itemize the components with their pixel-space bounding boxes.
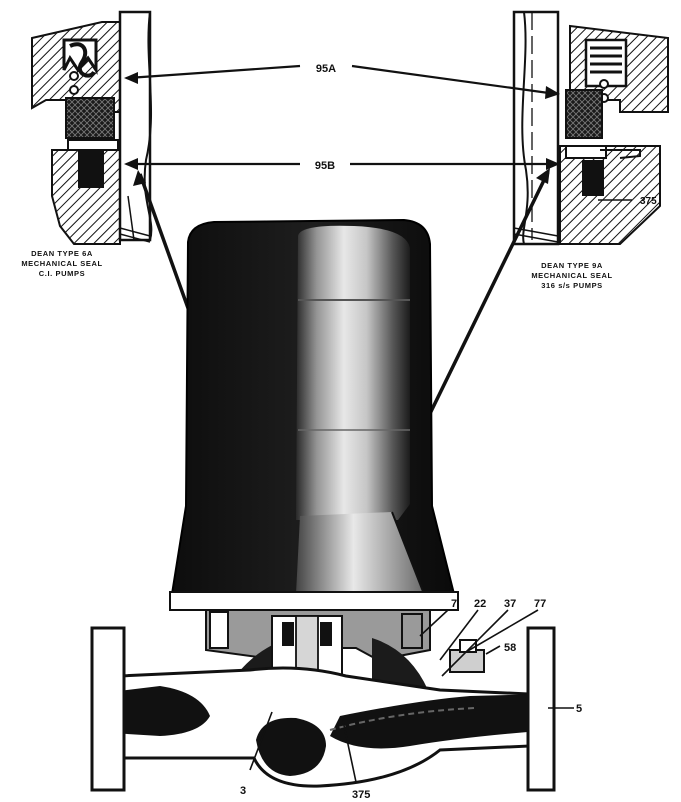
label-37: 37 bbox=[504, 598, 516, 610]
left-seal-packing bbox=[65, 97, 115, 139]
caption-right-line3: 316 s/s PUMPS bbox=[541, 281, 603, 290]
motor-base-ring bbox=[169, 591, 459, 611]
caption-left-line3: C.I. PUMPS bbox=[39, 269, 85, 278]
volute-chamber bbox=[256, 717, 326, 776]
dimension-95a bbox=[124, 64, 560, 99]
caption-right-line1: DEAN TYPE 9A bbox=[541, 261, 603, 270]
left-seal-detail bbox=[31, 10, 153, 245]
label-7: 7 bbox=[451, 598, 457, 610]
caption-right-line2: MECHANICAL SEAL bbox=[531, 271, 612, 280]
motor-cone bbox=[296, 512, 424, 594]
discharge-passage bbox=[330, 694, 554, 749]
right-seal-spring bbox=[590, 46, 622, 74]
caption-left-line1: DEAN TYPE 6A bbox=[31, 249, 93, 258]
dimension-95b bbox=[124, 158, 560, 170]
volute-casing bbox=[118, 666, 532, 788]
inlet-flange bbox=[90, 626, 126, 792]
right-seal-oring bbox=[582, 160, 604, 196]
label-375-bottom: 375 bbox=[352, 789, 370, 801]
right-shaft bbox=[512, 10, 560, 246]
label-58: 58 bbox=[504, 642, 516, 654]
right-seal-packing bbox=[565, 89, 603, 139]
caption-left-line2: MECHANICAL SEAL bbox=[21, 259, 102, 268]
right-seal-detail bbox=[512, 10, 669, 246]
part-leaders bbox=[249, 199, 632, 783]
right-housing-bottom bbox=[559, 145, 661, 245]
motor-stator-highlight bbox=[296, 225, 410, 520]
left-shaft bbox=[118, 10, 152, 242]
left-seal-seat bbox=[78, 150, 104, 188]
outlet-flange bbox=[526, 626, 556, 792]
label-375-top: 375 bbox=[640, 196, 657, 207]
label-5: 5 bbox=[576, 703, 582, 715]
label-3: 3 bbox=[240, 785, 246, 797]
label-22: 22 bbox=[474, 598, 486, 610]
vent-plug bbox=[449, 649, 485, 673]
motor bbox=[169, 218, 459, 611]
label-95a: 95A bbox=[316, 63, 336, 75]
pump-body bbox=[90, 609, 556, 792]
label-95b: 95B bbox=[315, 160, 335, 172]
label-77: 77 bbox=[534, 598, 546, 610]
